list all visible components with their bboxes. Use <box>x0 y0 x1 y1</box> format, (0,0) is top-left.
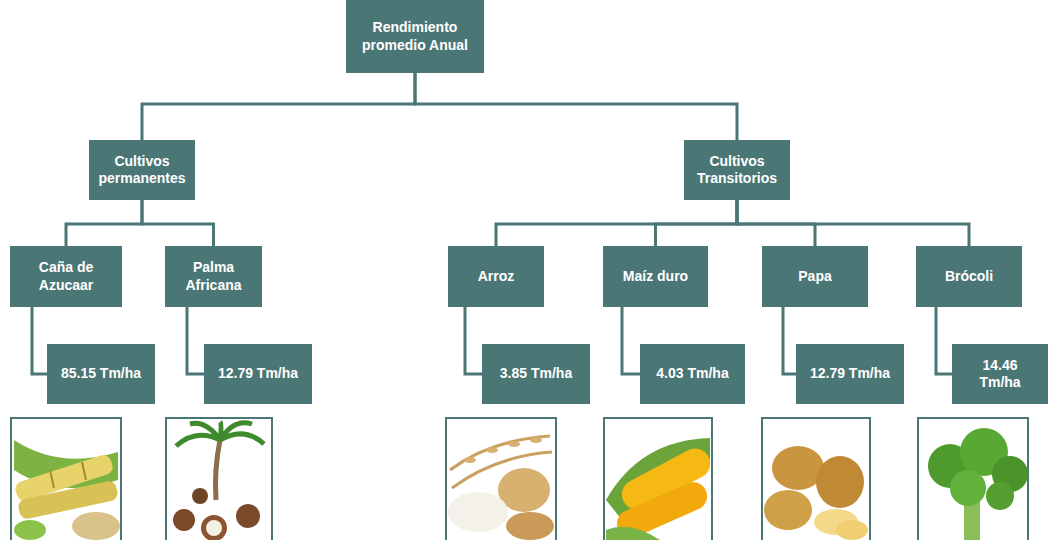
connector-line <box>465 307 482 374</box>
box-label: Rendimiento promedio Anual <box>354 19 476 54</box>
box-label: Maíz duro <box>623 268 688 286</box>
crop-box: Arroz <box>448 246 544 307</box>
connector-line <box>32 307 47 374</box>
connector-line <box>783 307 796 374</box>
tree-connector <box>496 200 737 246</box>
tree-connector <box>622 307 640 374</box>
potato-illustration <box>764 446 868 540</box>
box-label: Caña de Azucaar <box>18 259 114 294</box>
box-label: Cultivos permanentes <box>97 153 187 188</box>
tree-connector <box>936 307 952 374</box>
tree-connector <box>656 200 738 246</box>
tree-connector <box>142 73 415 140</box>
crop-box: Palma Africana <box>165 246 262 307</box>
box-label: Arroz <box>478 268 515 286</box>
tree-connector <box>737 200 969 246</box>
sugar-cane-illustration <box>13 440 120 540</box>
box-label: Papa <box>798 268 831 286</box>
connector-line <box>415 73 737 140</box>
tree-connector <box>187 307 204 374</box>
broccoli-illustration <box>928 428 1028 540</box>
box-label: 12.79 Tm/ha <box>218 365 298 383</box>
yield-box: 3.85 Tm/ha <box>482 344 590 404</box>
yield-box: 12.79 Tm/ha <box>796 344 904 404</box>
box-label: 85.15 Tm/ha <box>61 365 141 383</box>
tree-connector <box>32 307 47 374</box>
palm-illustration <box>173 422 264 540</box>
crop-box: Brócoli <box>916 246 1022 307</box>
connector-line <box>187 307 204 374</box>
box-label: 3.85 Tm/ha <box>500 365 572 383</box>
box-label: Palma Africana <box>173 259 254 294</box>
connector-line <box>496 200 737 246</box>
yield-box: 12.79 Tm/ha <box>204 344 312 404</box>
yield-box: 85.15 Tm/ha <box>47 344 155 404</box>
connector-line <box>622 307 640 374</box>
tree-connector <box>465 307 482 374</box>
box-label: Brócoli <box>945 268 993 286</box>
photo-frames <box>11 418 1028 540</box>
crop-box: Maíz duro <box>603 246 708 307</box>
category-box: Cultivos Transitorios <box>684 140 790 200</box>
connector-line <box>142 200 214 246</box>
tree-connector <box>142 200 214 246</box>
connector-line <box>142 73 415 140</box>
connector-line <box>66 200 142 246</box>
category-box: Cultivos permanentes <box>89 140 195 200</box>
connector-line <box>936 307 952 374</box>
box-label: 12.79 Tm/ha <box>810 365 890 383</box>
tree-connector <box>66 200 142 246</box>
root-box: Rendimiento promedio Anual <box>346 0 484 73</box>
crop-box: Papa <box>762 246 868 307</box>
yield-box: 14.46 Tm/ha <box>952 344 1048 404</box>
connector-line <box>737 200 969 246</box>
rice-illustration <box>448 436 554 540</box>
box-label: 4.03 Tm/ha <box>656 365 728 383</box>
crop-box: Caña de Azucaar <box>10 246 122 307</box>
connector-line <box>656 200 738 246</box>
box-label: Cultivos Transitorios <box>692 153 782 188</box>
tree-connector <box>783 307 796 374</box>
tree-connector <box>415 73 737 140</box>
yield-box: 4.03 Tm/ha <box>640 344 745 404</box>
corn-illustration <box>606 438 715 540</box>
box-label: 14.46 Tm/ha <box>960 357 1040 392</box>
